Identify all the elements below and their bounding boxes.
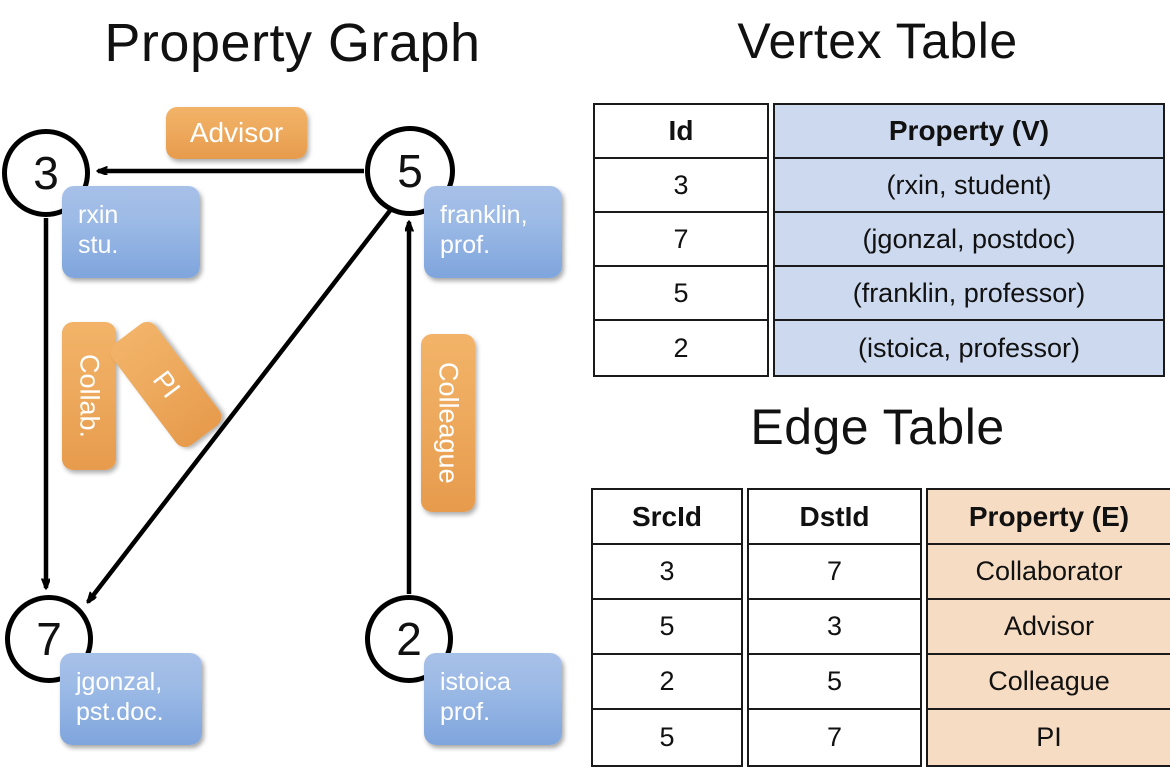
- property-graph-diagram: 3 5 7 2 rxin stu. franklin, prof. jgonza…: [0, 0, 585, 760]
- node-property-box-franklin: franklin, prof.: [424, 186, 562, 278]
- vertex-table: Id 3 7 5 2 Property (V) (rxin, student) …: [593, 103, 1165, 377]
- table-row: 5: [593, 600, 741, 655]
- graph-edge-arrows: [0, 0, 585, 760]
- table-row: 5: [595, 267, 767, 321]
- vertex-table-column-id: Id 3 7 5 2: [593, 103, 769, 377]
- table-row: (istoica, professor): [775, 321, 1163, 375]
- node-property-rxin-line1: rxin: [78, 201, 119, 229]
- graph-node-2[interactable]: 2: [365, 595, 453, 683]
- table-row: (franklin, professor): [775, 267, 1163, 321]
- edge-table: SrcId 3 5 2 5 DstId 7 3 5 7 Property (E)…: [591, 488, 1170, 767]
- node-property-franklin-line1: franklin,: [440, 201, 528, 229]
- table-row: 2: [593, 655, 741, 710]
- graph-node-7-label: 7: [36, 613, 62, 665]
- page-title-property-graph: Property Graph: [104, 13, 481, 73]
- vertex-table-header-id: Id: [595, 105, 767, 159]
- node-property-jgonzal-line2: pst.doc.: [76, 698, 164, 726]
- edge-label-collab: Collab.: [62, 322, 116, 470]
- table-row: 5: [659, 722, 675, 752]
- node-property-rxin-line2: stu.: [78, 231, 119, 259]
- edge-table-column-property: Property (E) Collaborator Advisor Collea…: [926, 488, 1170, 767]
- edge-label-pi-text: PI: [146, 364, 187, 404]
- table-row: Advisor: [928, 600, 1170, 655]
- vertex-table-header-property: Property (V): [775, 105, 1163, 159]
- edge-label-colleague: Colleague: [421, 334, 475, 512]
- graph-node-5-label: 5: [397, 145, 423, 197]
- table-row: 7: [595, 213, 767, 267]
- graph-node-2-label: 2: [396, 613, 422, 665]
- node-property-istoica-line2: prof.: [440, 698, 491, 726]
- table-row: 2: [673, 332, 689, 363]
- table-row: (jgonzal, postdoc): [775, 213, 1163, 267]
- edge-table-header-dstid: DstId: [749, 490, 920, 545]
- page-title-vertex-table: Vertex Table: [737, 13, 1018, 69]
- vertex-table-column-property: Property (V) (rxin, student) (jgonzal, p…: [773, 103, 1165, 377]
- edge-table-column-srcid: SrcId 3 5 2 5: [591, 488, 743, 767]
- edge-label-collab-text: Collab.: [74, 353, 105, 439]
- edge-arrow-pi: [86, 206, 394, 602]
- table-row: 3: [595, 159, 767, 213]
- node-property-istoica-line1: istoica: [440, 668, 511, 696]
- table-row: 5: [749, 655, 920, 710]
- edge-label-colleague-text: Colleague: [433, 362, 464, 484]
- node-property-box-istoica: istoica prof.: [424, 653, 562, 745]
- table-row: 7: [826, 722, 843, 752]
- edge-table-header-property: Property (E): [928, 490, 1170, 545]
- table-row: 7: [749, 545, 920, 600]
- node-property-franklin-line2: prof.: [440, 231, 491, 259]
- node-property-box-rxin: rxin stu.: [62, 186, 200, 278]
- table-row: Collaborator: [928, 545, 1170, 600]
- table-row: Colleague: [928, 655, 1170, 710]
- table-row: PI: [928, 710, 1170, 765]
- edge-table-header-srcid: SrcId: [593, 490, 741, 545]
- graph-node-3-label: 3: [33, 147, 59, 199]
- node-property-box-jgonzal: jgonzal, pst.doc.: [60, 653, 202, 745]
- page-title-edge-table: Edge Table: [750, 399, 1005, 455]
- graph-node-5[interactable]: 5: [365, 126, 455, 216]
- table-row: (rxin, student): [775, 159, 1163, 213]
- node-property-jgonzal-line1: jgonzal,: [76, 668, 163, 696]
- edge-table-column-dstid: DstId 7 3 5 7: [747, 488, 922, 767]
- table-row: 3: [593, 545, 741, 600]
- table-row: 3: [749, 600, 920, 655]
- edge-label-advisor: Advisor: [166, 107, 307, 159]
- edge-label-advisor-text: Advisor: [189, 117, 284, 148]
